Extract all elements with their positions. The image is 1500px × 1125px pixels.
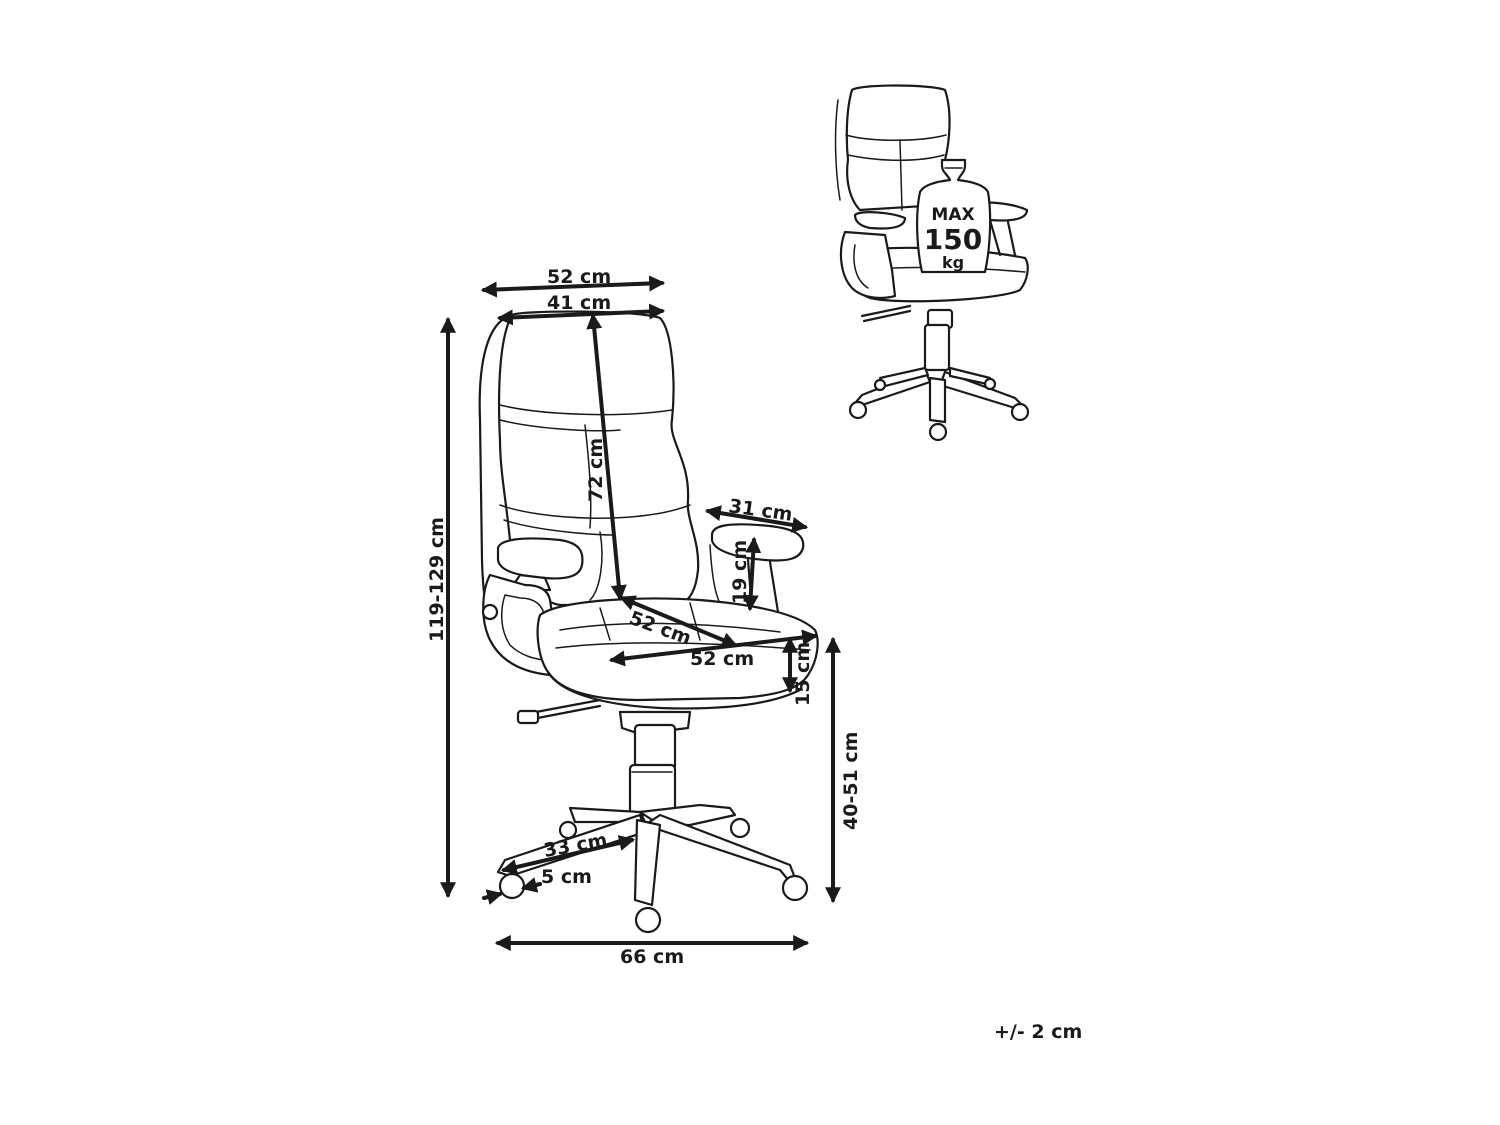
dim-wheel-arrow-right: [520, 877, 542, 893]
label-seat-width: 52 cm: [690, 648, 754, 670]
label-wheel-size: 5 cm: [541, 866, 592, 888]
weight-icon: [916, 158, 992, 274]
label-backrest-height: 72 cm: [585, 438, 607, 502]
badge-max-label: MAX: [931, 205, 974, 225]
dimension-arrows: [440, 275, 841, 951]
badge-unit: kg: [942, 253, 964, 272]
max-weight-badge: MAX 150 kg: [916, 158, 992, 274]
dim-total-width-arrow: [480, 275, 666, 298]
label-backrest-width: 41 cm: [547, 292, 611, 314]
label-total-height: 119-129 cm: [426, 517, 448, 642]
label-armrest-length: 31 cm: [727, 495, 794, 526]
dim-seat-width-arrow: [608, 629, 819, 667]
label-seat-thickness: 15 cm: [792, 642, 814, 706]
dim-leg-length-arrow: [500, 835, 636, 875]
label-seat-height: 40-51 cm: [840, 732, 862, 830]
label-armrest-height: 19 cm: [729, 540, 751, 604]
badge-value: 150: [924, 223, 982, 256]
label-total-width: 52 cm: [547, 266, 611, 288]
dim-backrest-height-arrow: [586, 312, 627, 602]
dim-armrest-height-arrow: [742, 536, 762, 612]
tolerance-note: +/- 2 cm: [994, 1021, 1082, 1043]
label-base-width: 66 cm: [620, 946, 684, 968]
label-leg-length: 33 cm: [542, 829, 609, 862]
dim-backrest-width-arrow: [496, 303, 666, 326]
dim-wheel-arrow-left: [482, 889, 504, 905]
dim-armrest-length-arrow: [704, 505, 809, 533]
